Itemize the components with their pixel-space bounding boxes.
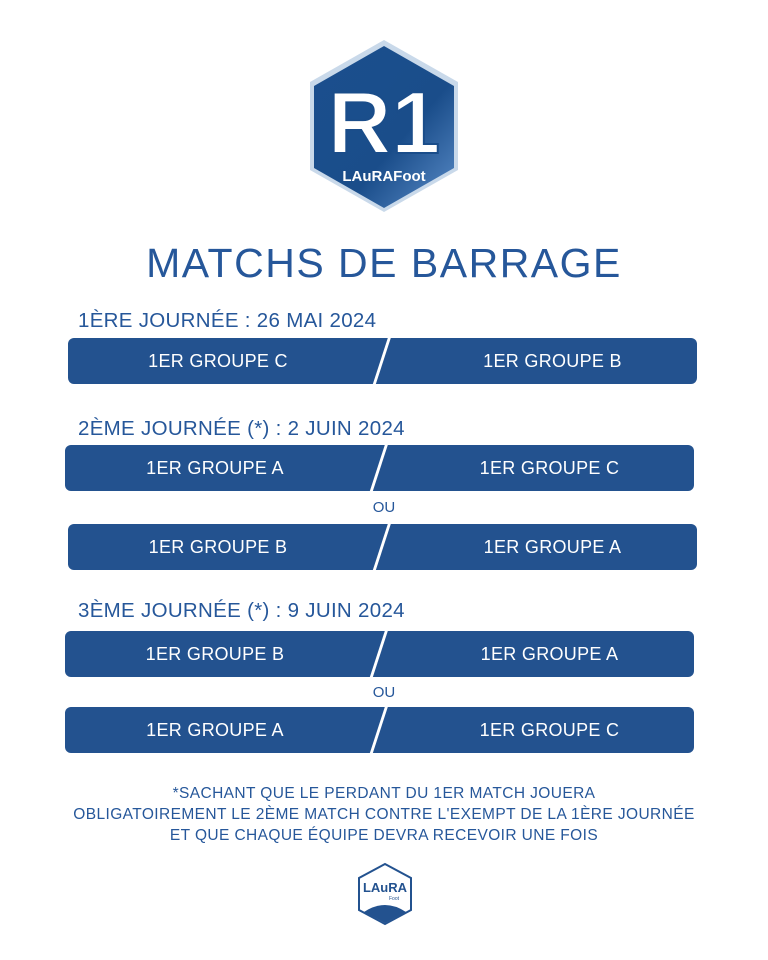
footnote-line: *SACHANT QUE LE PERDANT DU 1ER MATCH JOU… bbox=[172, 785, 596, 802]
svg-text:R1: R1 bbox=[328, 73, 441, 172]
home-team: 1ER GROUPE B bbox=[145, 644, 285, 664]
home-team: 1ER GROUPE B bbox=[148, 537, 288, 557]
home-team: 1ER GROUPE A bbox=[146, 458, 284, 478]
r1-laurafoot-logo: R1 LAuRAFoot bbox=[310, 40, 458, 212]
away-team: 1ER GROUPE C bbox=[479, 458, 620, 478]
section-heading: 1ÈRE JOURNÉE : 26 MAI 2024 bbox=[78, 309, 377, 332]
svg-text:LAuRAFoot: LAuRAFoot bbox=[342, 168, 425, 185]
svg-text:LAuRA: LAuRA bbox=[363, 880, 408, 895]
away-team: 1ER GROUPE A bbox=[480, 644, 619, 664]
match-row: 1ER GROUPE A 1ER GROUPE C bbox=[65, 707, 694, 753]
home-team: 1ER GROUPE C bbox=[148, 351, 288, 371]
footnote-line: ET QUE CHAQUE ÉQUIPE DEVRA RECEVOIR UNE … bbox=[169, 827, 599, 844]
section-heading: 2ÈME JOURNÉE (*) : 2 JUIN 2024 bbox=[78, 417, 405, 440]
away-team: 1ER GROUPE B bbox=[483, 351, 622, 371]
or-separator: OU bbox=[372, 684, 396, 701]
match-row: 1ER GROUPE B 1ER GROUPE A bbox=[68, 524, 697, 570]
footnote-line: OBLIGATOIREMENT LE 2ÈME MATCH CONTRE L'E… bbox=[73, 806, 695, 823]
page-title: MATCHS DE BARRAGE bbox=[146, 240, 622, 286]
laurafoot-footer-logo: LAuRA Foot bbox=[358, 862, 412, 926]
or-separator: OU bbox=[372, 499, 396, 516]
footnote: *SACHANT QUE LE PERDANT DU 1ER MATCH JOU… bbox=[0, 783, 768, 846]
match-row: 1ER GROUPE B 1ER GROUPE A bbox=[65, 631, 694, 677]
away-team: 1ER GROUPE C bbox=[479, 720, 620, 740]
section-heading: 3ÈME JOURNÉE (*) : 9 JUIN 2024 bbox=[78, 599, 405, 622]
match-row: 1ER GROUPE C 1ER GROUPE B bbox=[68, 338, 697, 384]
svg-text:Foot: Foot bbox=[389, 896, 400, 902]
home-team: 1ER GROUPE A bbox=[146, 720, 284, 740]
match-row: 1ER GROUPE A 1ER GROUPE C bbox=[65, 445, 694, 491]
away-team: 1ER GROUPE A bbox=[483, 537, 622, 557]
